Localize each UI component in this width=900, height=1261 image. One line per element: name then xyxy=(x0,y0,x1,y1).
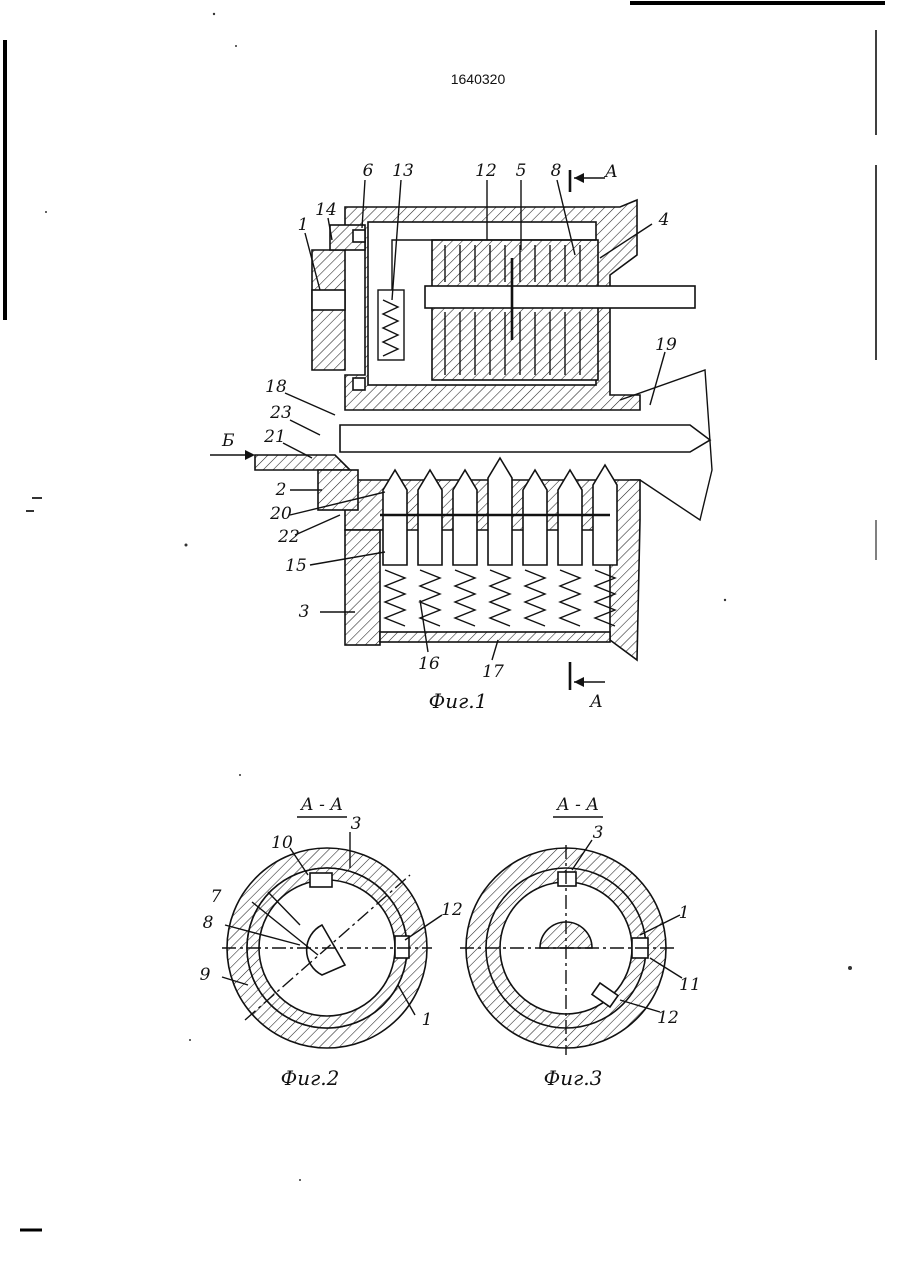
fig1-label-8: 8 xyxy=(551,161,562,181)
page-borders xyxy=(5,3,885,1230)
section-mark-top: А xyxy=(604,162,618,182)
fig1-label-17: 17 xyxy=(482,662,504,682)
fig3-section-title: А - А xyxy=(556,795,599,815)
fig2-label-9: 9 xyxy=(200,965,211,985)
fig1-label-21: 21 xyxy=(263,427,286,447)
disc-stack xyxy=(425,240,695,380)
fig1-label-2: 2 xyxy=(275,480,287,500)
fig1-label-13: 13 xyxy=(392,161,414,181)
key-19 xyxy=(340,425,710,452)
figure-2: А - А 10 3 7 8 12 9 1 Фиг.2 xyxy=(200,795,463,1090)
fig1-label-5: 5 xyxy=(516,161,527,181)
fig1-label-1: 1 xyxy=(298,215,309,235)
fig1-caption: Фиг.1 xyxy=(429,689,488,713)
figure-3: А - А 3 1 11 12 Фиг.3 xyxy=(460,795,701,1090)
fig1-label-20: 20 xyxy=(269,504,292,524)
fig1-label-14: 14 xyxy=(315,200,337,220)
fig1-label-22: 22 xyxy=(277,527,300,547)
view-mark-b: Б xyxy=(221,431,235,451)
fig2-caption: Фиг.2 xyxy=(281,1066,340,1090)
fig3-caption: Фиг.3 xyxy=(544,1066,603,1090)
fig1-label-3: 3 xyxy=(299,602,310,622)
fig1-label-19: 19 xyxy=(655,335,677,355)
figure-1: 6 13 12 5 8 4 14 1 19 18 23 21 2 20 22 1… xyxy=(210,161,712,713)
fig1-label-16: 16 xyxy=(418,654,440,674)
fig2-label-8: 8 xyxy=(203,913,214,933)
fig2-label-7: 7 xyxy=(211,887,222,907)
fig1-label-23: 23 xyxy=(269,403,292,423)
fig2-label-1: 1 xyxy=(422,1010,433,1030)
fig1-label-15: 15 xyxy=(285,556,307,576)
fig3-label-12: 12 xyxy=(657,1008,679,1028)
scan-specks xyxy=(26,13,852,1181)
fig1-label-12: 12 xyxy=(475,161,497,181)
fig2-label-12: 12 xyxy=(441,900,463,920)
fig2-label-10: 10 xyxy=(271,833,293,853)
fig1-label-18: 18 xyxy=(265,377,287,397)
fig3-label-1: 1 xyxy=(679,903,690,923)
section-mark-bottom: А xyxy=(589,692,603,712)
fig3-label-3: 3 xyxy=(593,823,604,843)
fig1-label-6: 6 xyxy=(363,161,374,181)
document-number: 1640320 xyxy=(451,71,506,87)
fig2-label-3: 3 xyxy=(351,814,362,834)
fig1-label-4: 4 xyxy=(658,210,670,230)
fig2-section-title: А - А xyxy=(300,795,343,815)
fig3-label-11: 11 xyxy=(679,975,701,995)
